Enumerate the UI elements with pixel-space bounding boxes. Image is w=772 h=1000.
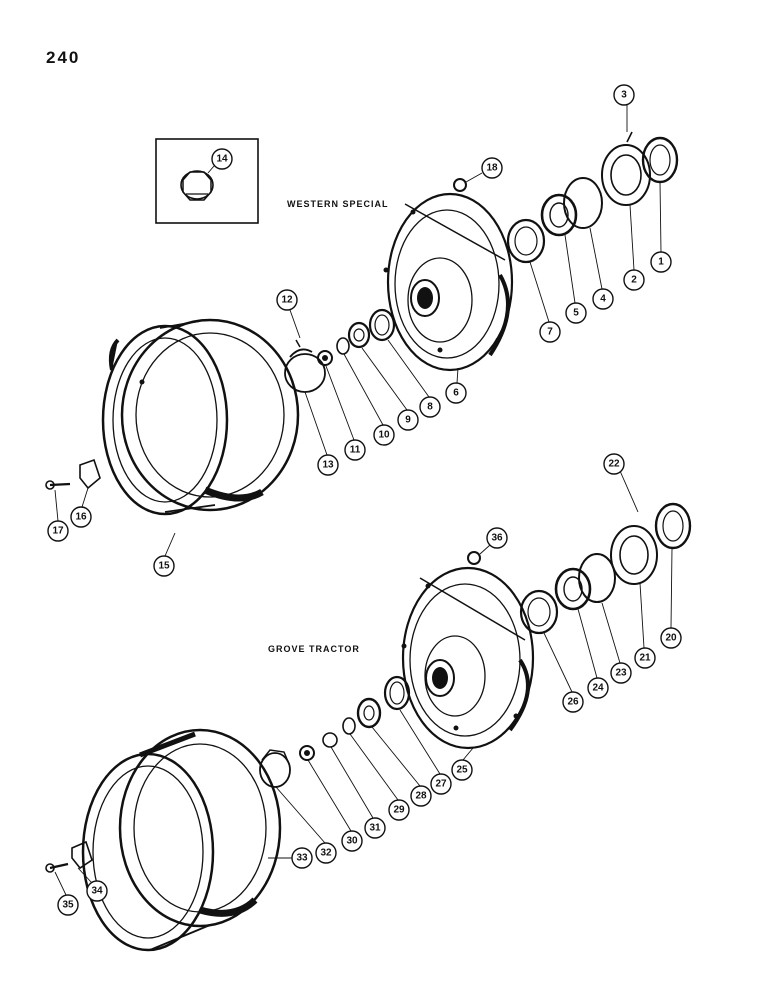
callout-35: 35 [57,894,79,916]
hub-lower [401,566,535,750]
callout-16: 16 [70,506,92,528]
section-label-western-special: WESTERN SPECIAL [287,199,389,209]
svg-text:6: 6 [453,388,459,399]
svg-text:30: 30 [346,836,358,847]
svg-text:11: 11 [350,445,361,456]
callout-22: 22 [603,453,625,475]
callout-25: 25 [451,759,473,781]
svg-text:26: 26 [567,697,579,708]
svg-text:27: 27 [435,779,447,790]
callout-30: 30 [341,830,363,852]
svg-text:25: 25 [456,765,468,776]
callout-12: 12 [276,289,298,311]
svg-text:20: 20 [665,633,677,644]
nut-18-part [453,178,467,192]
svg-text:16: 16 [75,512,87,523]
svg-text:22: 22 [608,459,620,470]
callout-24: 24 [587,677,609,699]
callout-28: 28 [410,785,432,807]
callout-34: 34 [86,880,108,902]
section-label-grove-tractor: GROVE TRACTOR [268,644,360,654]
callout-6: 6 [445,382,467,404]
callout-9: 9 [397,409,419,431]
clamp-bolt-lower [45,840,93,873]
callout-11: 11 [344,439,366,461]
callout-4: 4 [592,288,614,310]
small-parts-upper [317,308,396,366]
svg-text:32: 32 [320,848,332,859]
svg-text:24: 24 [592,683,604,694]
callout-33: 33 [291,847,313,869]
callout-29: 29 [388,799,410,821]
callout-27: 27 [430,773,452,795]
svg-text:21: 21 [639,653,651,664]
svg-text:4: 4 [600,294,606,305]
bearing-stack-upper [506,131,679,264]
svg-text:35: 35 [62,900,74,911]
svg-text:12: 12 [281,295,293,306]
hub-cap-upper [284,339,326,393]
callout-17: 17 [47,520,69,542]
svg-text:7: 7 [547,327,553,338]
svg-text:31: 31 [369,823,381,834]
svg-text:15: 15 [158,561,170,572]
small-parts-lower [259,675,411,788]
inset-box-cap [155,138,259,224]
callout-23: 23 [610,662,632,684]
callout-18: 18 [481,157,503,179]
callout-7: 7 [539,321,561,343]
callout-10: 10 [373,424,395,446]
wheel-rim-lower [81,728,282,952]
svg-text:29: 29 [393,805,405,816]
callout-5: 5 [565,302,587,324]
callout-32: 32 [315,842,337,864]
callout-1: 1 [650,251,672,273]
hub-upper [383,192,514,372]
callout-14: 14 [211,148,233,170]
leader-lines [54,105,673,896]
svg-text:36: 36 [491,533,503,544]
bearing-stack-lower [519,502,692,635]
callout-31: 31 [364,817,386,839]
svg-text:10: 10 [378,430,390,441]
nut-36-part [467,551,481,565]
callout-36: 36 [486,527,508,549]
svg-text:5: 5 [573,308,579,319]
svg-text:34: 34 [91,886,103,897]
svg-text:17: 17 [52,526,64,537]
svg-text:28: 28 [415,791,427,802]
svg-text:8: 8 [427,402,433,413]
svg-text:18: 18 [486,163,498,174]
wheel-rim-upper [101,318,300,516]
svg-text:1: 1 [658,257,664,268]
callout-13: 13 [317,454,339,476]
callout-8: 8 [419,396,441,418]
callout-2: 2 [623,269,645,291]
callout-21: 21 [634,647,656,669]
callout-26: 26 [562,691,584,713]
callout-3: 3 [613,84,635,106]
svg-text:13: 13 [322,460,334,471]
svg-text:33: 33 [296,853,308,864]
callout-15: 15 [153,555,175,577]
svg-text:2: 2 [631,275,637,286]
svg-text:14: 14 [216,154,228,165]
svg-text:9: 9 [405,415,411,426]
clamp-bolt-upper [45,458,101,490]
svg-text:3: 3 [621,90,627,101]
svg-text:23: 23 [615,668,627,679]
page-number: 240 [46,48,81,67]
callout-20: 20 [660,627,682,649]
